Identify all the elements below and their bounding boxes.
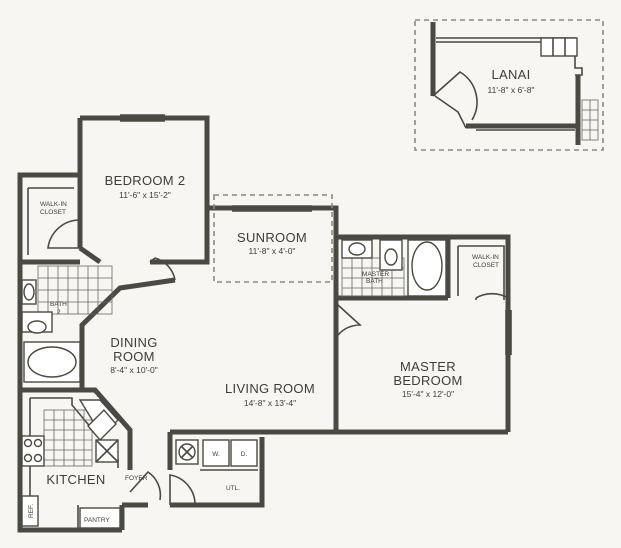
walkin-left-label-2: CLOSET — [40, 209, 66, 216]
kitchen-area: REF. PANTRY FOYER — [21, 397, 148, 530]
lanai-inset: LANAI 11'-8" x 6'-8" — [414, 19, 604, 151]
walkin-closet-right: WALK-IN CLOSET — [457, 245, 505, 300]
utl-label: UTL. — [226, 485, 240, 492]
dining-label-1: DINING — [110, 335, 157, 350]
walkin-right-label-2: CLOSET — [473, 262, 499, 269]
master-label-2: BEDROOM — [393, 373, 462, 388]
walkin-left-label-1: WALK-IN — [40, 201, 67, 208]
walkin-closet-left: WALK-IN CLOSET — [27, 187, 74, 255]
washer-label: W. — [212, 451, 220, 458]
master-dimensions: 15'-4" x 12'-0" — [402, 389, 454, 399]
master-bath: MASTER BATH — [341, 239, 447, 297]
bath-2: BATH 2 — [21, 265, 113, 383]
bedroom2-label: BEDROOM 2 — [105, 173, 186, 188]
sunroom-boundary — [213, 194, 333, 283]
living-dimensions: 14'-8" x 13'-4" — [244, 398, 296, 408]
walls — [17, 114, 512, 533]
bath2-label-1: BATH — [50, 301, 67, 308]
kitchen-label: KITCHEN — [46, 472, 105, 487]
door-swings — [47, 219, 509, 506]
walkin-right-label-1: WALK-IN — [472, 254, 499, 261]
dining-label-2: ROOM — [113, 349, 155, 364]
bedroom2-dimensions: 11'-6" x 15'-2" — [119, 190, 171, 200]
lanai-label: LANAI — [491, 67, 530, 82]
foyer-label: FOYER — [125, 475, 148, 482]
pantry-label: PANTRY — [84, 517, 110, 524]
bath2-label-2: 2 — [57, 309, 61, 316]
dryer-label: D. — [241, 451, 248, 458]
master-bath-label-1: MASTER — [362, 271, 389, 278]
living-label: LIVING ROOM — [225, 381, 315, 396]
master-bath-label-2: BATH — [366, 278, 383, 285]
lanai-dimensions: 11'-8" x 6'-8" — [488, 85, 535, 95]
sunroom-label: SUNROOM — [237, 230, 307, 245]
sunroom-dimensions: 11'-8" x 4'-0" — [249, 246, 296, 256]
dining-dimensions: 8'-4" x 10'-0" — [110, 365, 158, 375]
room-labels: BEDROOM 2 11'-6" x 15'-2" SUNROOM 11'-8"… — [46, 173, 462, 487]
utility-area: W. D. UTL. — [175, 439, 258, 492]
ref-label: REF. — [28, 504, 35, 518]
master-label-1: MASTER — [400, 359, 456, 374]
